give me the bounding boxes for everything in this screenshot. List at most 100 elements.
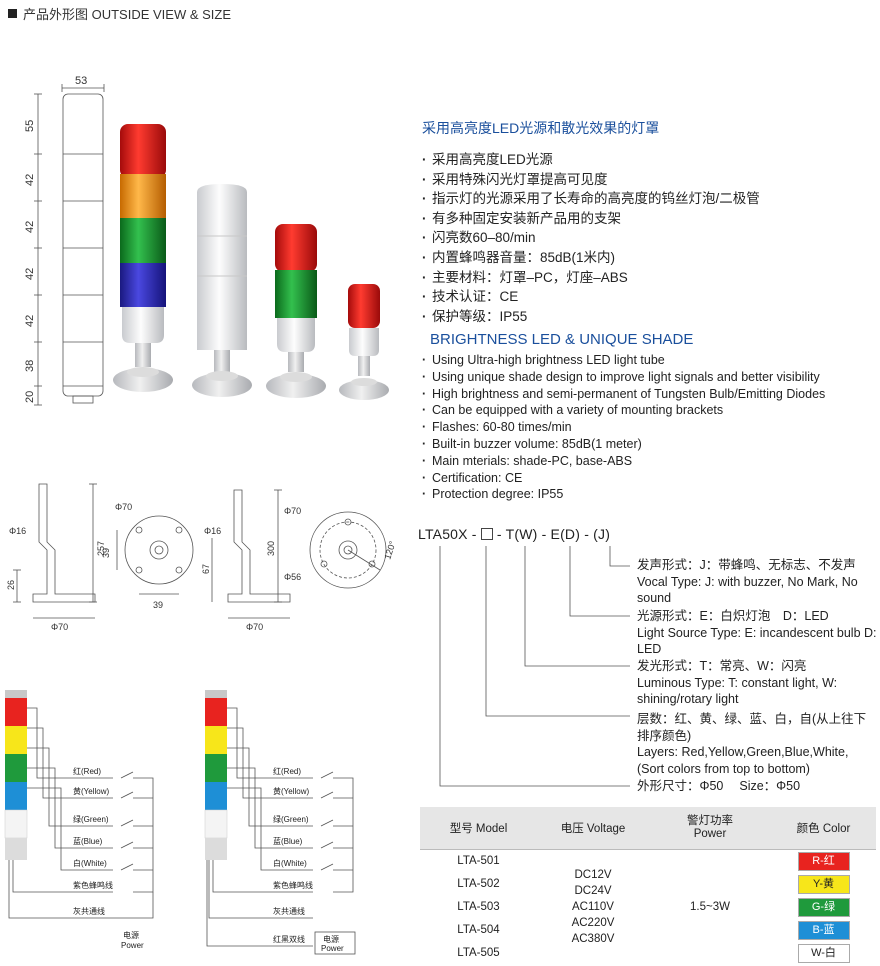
col-color: 颜色 Color [771,807,876,850]
wire-label: 白(White) [73,858,107,868]
list-item: Built-in buzzer volume: 85dB(1 meter) [422,436,825,453]
model-cell: LTA-501 [457,855,500,868]
layers: 层数：红、黄、绿、蓝、白，自(从上往下排序颜色) Layers: Red,Yel… [637,711,877,777]
bracket1-f2: 39 [101,548,111,558]
tower-white [192,184,252,397]
model-layer-box [480,528,493,540]
list-item: 闪亮数60–80/min [422,228,760,248]
list-item: Using unique shade design to improve lig… [422,369,825,386]
wiring-diagram-1: 红(Red) 黄(Yellow) 绿(Green) 蓝(Blue) 白(Whit… [4,690,154,950]
wire-label: 紫色蜂鸣线 [273,880,313,890]
list-item: 指示灯的光源采用了长寿命的高亮度的钨丝灯泡/二极管 [422,189,760,209]
list-item: 采用高亮度LED光源 [422,150,760,170]
color-badge-green: G-绿 [797,897,850,917]
light-source-type: 光源形式：E：白炽灯泡 D：LED Light Source Type: E: … [637,608,877,658]
color-badge-blue: B-蓝 [797,920,850,940]
bracket1-f3: 39 [153,600,163,610]
model-code: LTA50X - - T(W) - E(D) - (J) [418,526,610,542]
voltage-item: DC12V [574,869,612,882]
tower-4-tier [113,124,173,392]
model-cell: LTA-502 [457,878,500,890]
features-en-title: BRIGHTNESS LED & UNIQUE SHADE [430,331,694,348]
light-cn: 光源形式：E：白炽灯泡 D：LED [637,609,829,623]
bracket2-h2: 67 [201,564,211,574]
wire-label: 白(White) [273,858,307,868]
dimension-drawing: 53 55 42 42 42 42 38 20 [24,75,105,406]
bracket-drawing-2: Φ16 300 67 Φ70 Φ70 Φ56 120° [201,489,398,632]
model-ed: E(D) [550,526,581,542]
wire-label: 红黑双线 [273,934,305,944]
bracket2-f3: 120° [382,539,397,560]
model-sep: - [584,526,590,542]
dim-width: 53 [75,75,87,87]
power-label: Power [121,941,144,950]
bracket2-d1: Φ16 [204,526,221,536]
voltage-item: AC220V [571,917,615,930]
list-item: 有多种固定安装新产品用的支架 [422,209,760,229]
wire-label: 灰共通线 [273,906,305,916]
lum-en: Luminous Type: T: constant light, W: shi… [637,675,838,707]
wire-label: 灰共通线 [73,906,105,916]
bracket1-f1: Φ70 [115,502,132,512]
tower-2-tier [266,224,326,398]
bracket1-h1: 257 [96,541,106,556]
features-cn-title: 采用高亮度LED光源和散光效果的灯罩 [422,120,660,136]
wire-label: 绿(Green) [73,815,109,824]
col-model: 型号 Model [420,807,537,850]
dim-h1: 55 [24,120,36,132]
list-item: 内置蜂鸣器音量：85dB(1米内) [422,248,760,268]
power-label: 电源 [323,934,339,944]
voltage-item: AC380V [571,933,615,946]
dim-h7: 20 [24,391,36,403]
bracket2-d2: Φ70 [246,622,263,632]
bracket-drawing-1: Φ16 257 26 Φ70 Φ70 39 39 [6,483,194,632]
dim-h5: 42 [24,315,36,327]
bracket2-f1: Φ70 [284,506,301,516]
wire-label: 紫色蜂鸣线 [73,880,113,890]
power-label: 电源 [123,930,139,940]
section-header: 产品外形图 OUTSIDE VIEW & SIZE [8,4,231,23]
power-cell: 1.5~3W [690,901,730,914]
wire-label: 绿(Green) [273,815,309,824]
section-title: 产品外形图 OUTSIDE VIEW & SIZE [23,7,232,22]
wire-label: 蓝(Blue) [73,836,103,846]
dim-h3: 42 [24,221,36,233]
vocal-cn: 发声形式：J：带蜂鸣、无标志、不发声 [637,558,856,572]
model-j: (J) [593,526,611,542]
list-item: 主要材料：灯罩–PC，灯座–ABS [422,268,760,288]
bracket2-f2: Φ56 [284,572,301,582]
tower-1-tier [339,284,389,400]
wire-label: 黄(Yellow) [273,786,309,796]
bracket1-d1: Φ16 [9,526,26,536]
wire-label: 蓝(Blue) [273,836,303,846]
features-cn-list: 采用高亮度LED光源 采用特殊闪光灯罩提高可见度 指示灯的光源采用了长寿命的高亮… [422,150,760,326]
vocal-type: 发声形式：J：带蜂鸣、无标志、不发声 Vocal Type: J: with b… [637,557,877,607]
size-cn: 外形尺寸：Φ50 Size：Φ50 [637,779,801,793]
dim-h4: 42 [24,268,36,280]
list-item: 保护等级：IP55 [422,307,760,327]
spec-table: 型号 Model 电压 Voltage 警灯功率 Power 颜色 Color … [420,807,876,965]
color-badge-white: W-白 [797,943,850,963]
bracket1-h2: 26 [6,580,16,590]
list-item: Can be equipped with a variety of mounti… [422,402,825,419]
size: 外形尺寸：Φ50 Size：Φ50 [637,778,877,795]
bracket1-d2: Φ70 [51,622,68,632]
list-item: High brightness and semi-permanent of Tu… [422,386,825,403]
dim-h2: 42 [24,174,36,186]
wire-label: 红(Red) [273,766,301,776]
square-bullet-icon [8,9,17,18]
color-badge-yellow: Y-黄 [797,874,850,894]
model-prefix: LTA50X - [418,526,477,542]
vocal-en: Vocal Type: J: with buzzer, No Mark, No … [637,574,858,606]
col-voltage: 电压 Voltage [537,807,649,850]
list-item: Main mterials: shade-PC, base-ABS [422,453,825,470]
wiring-diagram-2: 红(Red) 黄(Yellow) 绿(Green) 蓝(Blue) 白(Whit… [204,690,356,955]
wire-label: 红(Red) [73,766,101,776]
model-cell: LTA-505 [457,947,500,959]
voltage-cell: DC12V DC24V AC110V AC220V AC380V [537,850,649,965]
layer-en: Layers: Red,Yellow,Green,Blue,White, (So… [637,745,849,776]
voltage-item: DC24V [574,885,612,898]
luminous-type: 发光形式：T：常亮、W：闪亮 Luminous Type: T: constan… [637,658,877,708]
color-badge-red: R-红 [797,851,850,871]
model-sep: - [496,526,502,542]
